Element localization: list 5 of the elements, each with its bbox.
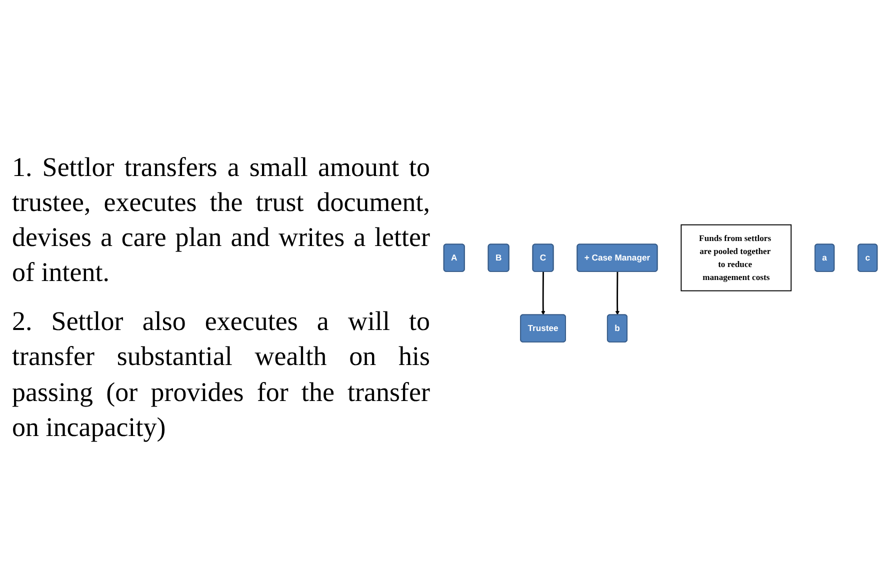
arrow: [615, 272, 620, 316]
numbered-paragraph: 2. Settlor also executes a will to transfer substantial wealth on his passing (or provides for the transfer on incapacity): [12, 305, 430, 444]
arrow: [541, 272, 546, 316]
numbered-paragraph: 1. Settlor transfers a small amount to trustee, executes the trust document, devises a care plan and writes a letter of intent.: [12, 151, 430, 290]
node-box: Funds from settlors are pooled together to reduce management costs: [680, 224, 792, 292]
